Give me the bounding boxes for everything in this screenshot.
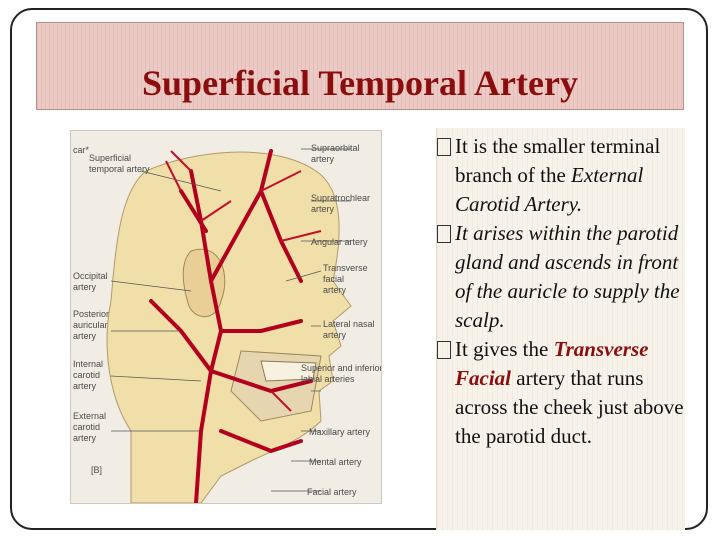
title-banner: Superficial Temporal Artery xyxy=(36,22,684,110)
label-supraorbital: Supraorbital artery xyxy=(311,143,360,164)
bullet-2: It arises within the parotid gland and a… xyxy=(437,219,685,335)
label-internal-carotid: Internal carotid artery xyxy=(73,359,104,391)
bullet-box-icon xyxy=(437,138,451,156)
bullet-text-box: It is the smaller terminal branch of the… xyxy=(436,128,685,530)
anatomy-figure: car* Superficial temporal artery Supraor… xyxy=(70,130,382,504)
bullet-box-icon xyxy=(437,341,451,359)
label-labial: Superior and inferior labial arteries xyxy=(301,363,382,384)
label-lateral-nasal: Lateral nasal artery xyxy=(323,319,375,340)
bullet-3-pre: It gives the xyxy=(455,337,554,361)
label-posterior-auricular: Posterior auricular artery xyxy=(73,309,110,341)
teeth-shape xyxy=(260,360,317,382)
label-superficial-temporal: Superficial temporal artery xyxy=(89,153,150,174)
slide-title: Superficial Temporal Artery xyxy=(142,63,578,103)
slide-frame xyxy=(10,8,708,530)
label-occipital: Occipital artery xyxy=(73,271,108,292)
bullet-1-text: It is the smaller terminal branch of the xyxy=(455,134,661,187)
label-angular: Angular artery xyxy=(311,237,368,247)
bullet-3: It gives the Transverse Facial artery th… xyxy=(437,335,685,451)
label-maxillary: Maxillary artery xyxy=(309,427,371,437)
bullet-3-emphasis: Transverse Facial xyxy=(455,337,649,390)
bullet-1-italic: External Carotid Artery. xyxy=(455,163,644,216)
label-supratrochlear: Supratrochlear artery xyxy=(311,193,371,214)
label-panel-b: [B] xyxy=(91,465,103,475)
bullet-box-icon xyxy=(437,225,451,243)
head-arteries-illustration xyxy=(106,148,352,503)
ear-shape xyxy=(182,248,226,318)
bullet-3-post: artery that runs across the cheek just a… xyxy=(455,366,684,448)
label-external-carotid: External carotid artery xyxy=(73,411,107,443)
label-car: car* xyxy=(73,145,90,155)
label-facial: Facial artery xyxy=(307,487,357,497)
bullet-1: It is the smaller terminal branch of the… xyxy=(437,132,685,219)
label-transverse-facial: Transverse facial artery xyxy=(323,263,368,295)
leader-lines xyxy=(110,148,351,492)
bullet-2-text: It arises within the parotid gland and a… xyxy=(455,221,680,332)
artery-thin-branches xyxy=(165,150,322,412)
label-mental: Mental artery xyxy=(309,457,362,467)
